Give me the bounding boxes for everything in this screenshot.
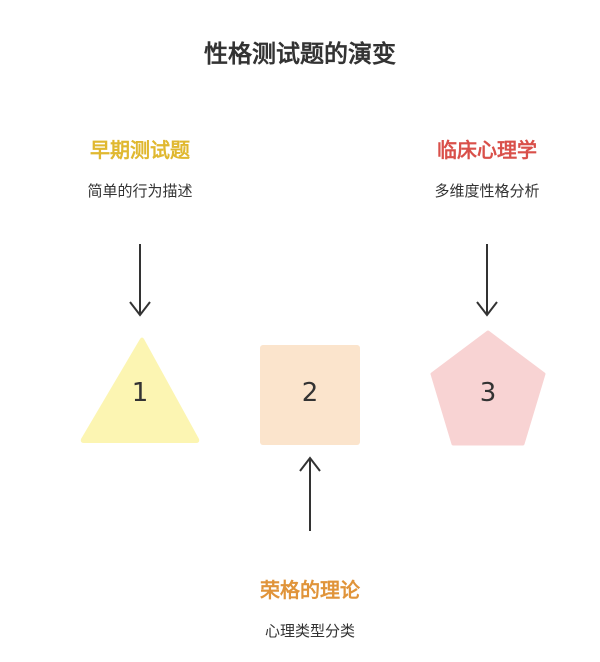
diagram-title: 性格测试题的演变 — [204, 40, 396, 68]
triangle-shape — [80, 337, 200, 443]
stage-3-description: 多维度性格分析 — [434, 182, 540, 200]
stage-2-description: 心理类型分类 — [264, 622, 355, 640]
stage-2-number: 2 — [301, 378, 319, 408]
arrow-down-to-stage-1 — [129, 244, 151, 317]
square-shape — [260, 345, 360, 445]
stage-2-heading: 荣格的理论 — [260, 578, 360, 602]
arrow-up-to-stage-2 — [299, 456, 321, 531]
stage-1-heading: 早期测试题 — [90, 138, 190, 162]
stage-1-number: 1 — [131, 378, 149, 408]
pentagon-shape — [430, 330, 546, 446]
arrow-down-to-stage-3 — [476, 244, 498, 317]
stage-3-heading: 临床心理学 — [437, 138, 537, 162]
stage-1-description: 简单的行为描述 — [87, 182, 193, 200]
stage-3-number: 3 — [479, 378, 497, 408]
